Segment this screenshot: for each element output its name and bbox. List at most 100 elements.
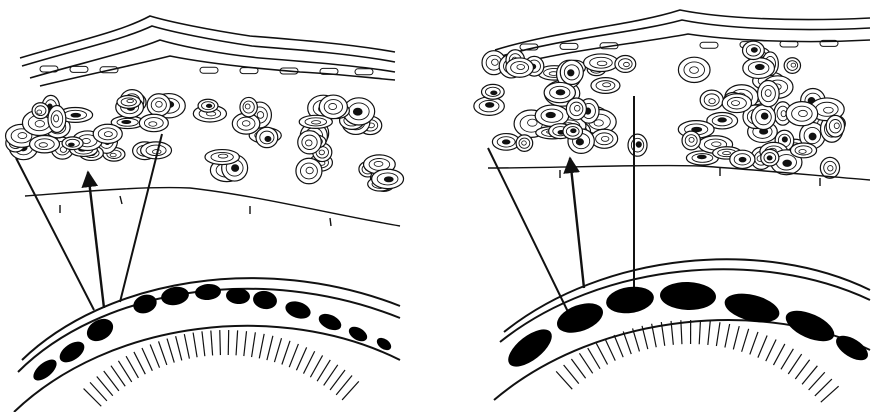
cell — [319, 95, 347, 119]
cell — [700, 90, 723, 110]
fiber-tick — [766, 339, 776, 361]
fiber-tick — [167, 339, 174, 363]
cell — [482, 84, 505, 99]
cell — [730, 150, 755, 168]
fiber-tick — [758, 335, 767, 357]
fiber-tick — [725, 324, 730, 348]
dark-cell — [781, 304, 838, 347]
dark-cell — [604, 284, 655, 316]
cell — [820, 157, 839, 178]
right-panel — [474, 10, 872, 402]
membrane-band — [20, 16, 395, 86]
cell — [298, 131, 322, 154]
fiber-tick — [142, 348, 152, 371]
fiber-tick — [282, 341, 290, 365]
cell — [93, 124, 122, 143]
fiber-tick — [716, 322, 720, 346]
fiber-tick — [274, 338, 281, 362]
cell — [591, 129, 618, 148]
membrane-cell — [560, 43, 578, 49]
cell — [566, 98, 586, 120]
membrane-cell — [200, 67, 218, 73]
cell — [256, 127, 278, 147]
dark-cell — [316, 311, 344, 334]
fiber-tick — [564, 365, 579, 384]
cell — [32, 103, 49, 119]
cell — [48, 106, 66, 133]
cell-cluster — [474, 41, 845, 178]
cell — [563, 124, 583, 139]
cell — [678, 57, 710, 82]
fiber-tick — [150, 345, 159, 368]
cell — [198, 99, 218, 112]
fiber-tick — [252, 332, 256, 357]
membrane-band — [495, 10, 870, 68]
cell — [474, 97, 504, 115]
radial-fibers — [556, 320, 838, 402]
fiber-tick — [184, 334, 189, 358]
cell — [743, 58, 775, 79]
fiber-tick — [596, 343, 607, 364]
cell — [743, 41, 765, 59]
cell — [682, 131, 700, 150]
fiber-tick — [699, 320, 700, 344]
cell — [560, 60, 583, 84]
cell — [584, 54, 619, 72]
arrow-up-icon — [88, 172, 104, 308]
cell — [506, 58, 534, 77]
fiber-tick — [588, 348, 600, 369]
fiber-tick — [802, 366, 817, 385]
dark-cell — [502, 323, 558, 374]
fiber-tick — [773, 344, 784, 365]
fiber-tick — [614, 335, 623, 357]
fiber-tick — [310, 355, 322, 377]
fiber-tick — [742, 329, 749, 352]
cell — [535, 105, 569, 126]
dark-cell — [83, 314, 117, 345]
fiber-tick — [176, 336, 182, 360]
fiber-tick — [571, 359, 585, 378]
dark-cell — [283, 298, 313, 321]
tissue-baseline — [25, 188, 400, 226]
dark-cell — [194, 283, 221, 301]
cell — [790, 143, 816, 158]
dark-cell — [252, 289, 279, 311]
cell — [786, 102, 818, 126]
cell — [62, 137, 83, 150]
fiber-tick — [750, 332, 758, 355]
membrane-cell — [700, 42, 718, 48]
cell — [516, 135, 533, 152]
membrane-cell — [70, 66, 88, 72]
cell — [240, 97, 257, 116]
fiber-tick — [623, 331, 631, 354]
cell — [139, 114, 168, 131]
fiber-tick — [296, 347, 306, 370]
fiber-tick — [134, 352, 145, 374]
fiber-tick — [733, 326, 739, 349]
cell-cluster — [6, 90, 404, 192]
cell — [628, 134, 647, 156]
dark-cell — [56, 337, 88, 366]
fiber-tick — [236, 330, 238, 355]
fiber-tick — [809, 372, 825, 390]
cell — [758, 81, 780, 107]
membrane-cell — [355, 69, 373, 75]
cell — [296, 158, 322, 184]
fiber-tick — [708, 321, 710, 345]
fiber-tick — [821, 386, 839, 402]
fiber-tick — [193, 333, 197, 358]
cell — [147, 94, 170, 116]
fiber-tick — [211, 331, 213, 356]
fiber-tick — [579, 353, 592, 373]
cell — [30, 135, 60, 152]
fiber-tick — [259, 334, 264, 359]
tissue-baseline — [488, 165, 870, 186]
fiber-tick — [815, 379, 832, 396]
fiber-tick — [202, 331, 205, 356]
fiber-tick — [795, 360, 809, 379]
cell — [615, 56, 636, 73]
fiber-tick — [126, 356, 138, 378]
fiber-tick — [220, 330, 221, 355]
fiber-tick — [244, 331, 247, 356]
fiber-tick — [605, 339, 615, 361]
